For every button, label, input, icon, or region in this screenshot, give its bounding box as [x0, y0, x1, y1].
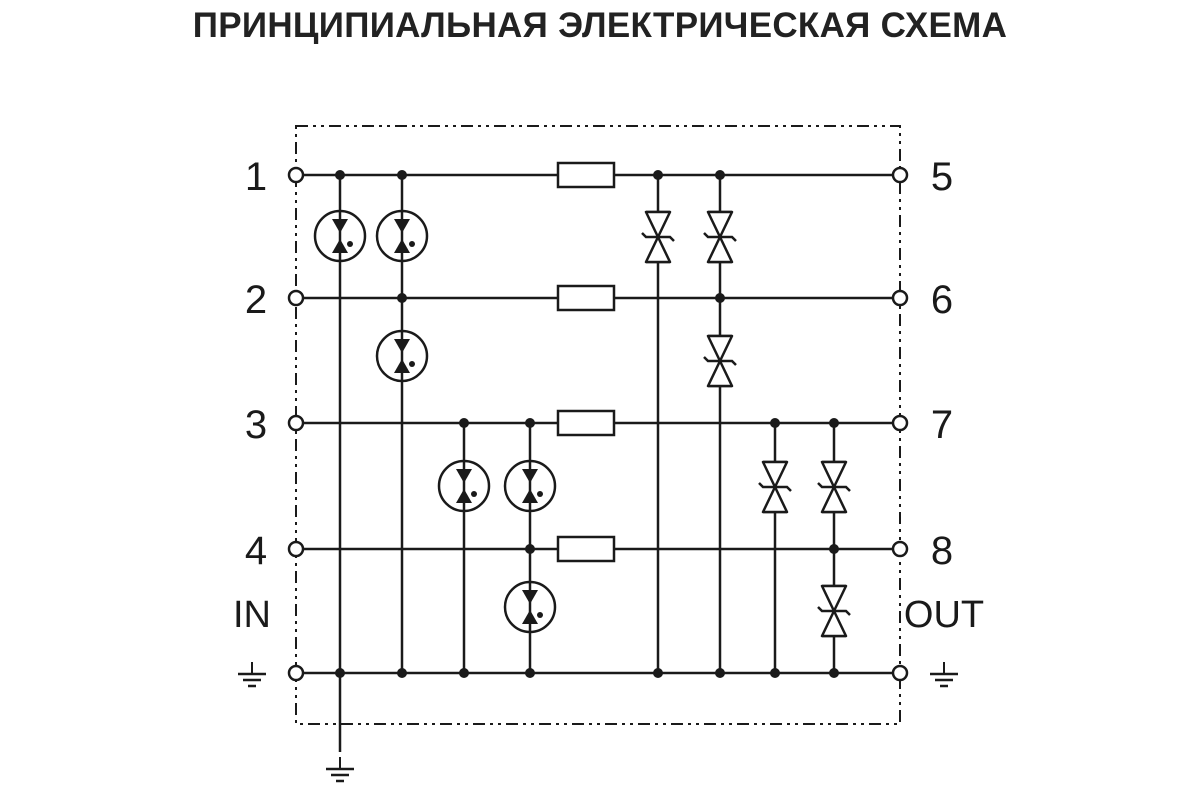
- terminal-label-in-4: 4: [245, 529, 267, 573]
- ground-icon: [324, 755, 356, 783]
- terminal-label-out-6: 6: [931, 278, 953, 322]
- in-label: IN: [233, 594, 271, 636]
- ground-icon: [236, 660, 268, 688]
- terminal-label-in-1: 1: [245, 155, 267, 199]
- terminal-label-out-7: 7: [931, 403, 953, 447]
- terminal-label-out-5: 5: [931, 155, 953, 199]
- terminal-label-in-3: 3: [245, 403, 267, 447]
- terminal-label-out-8: 8: [931, 529, 953, 573]
- terminal-circles: [287, 166, 909, 682]
- terminal-label-in-2: 2: [245, 278, 267, 322]
- junction-dots: [335, 170, 839, 678]
- wiring: [302, 173, 894, 752]
- resistor-icon: [556, 161, 616, 563]
- diagram-title: ПРИНЦИПИАЛЬНАЯ ЭЛЕКТРИЧЕСКАЯ СХЕМА: [192, 6, 1008, 45]
- out-label: OUT: [904, 594, 984, 636]
- gas-discharge-tube-icon: [313, 209, 557, 634]
- ground-icon: [928, 660, 960, 688]
